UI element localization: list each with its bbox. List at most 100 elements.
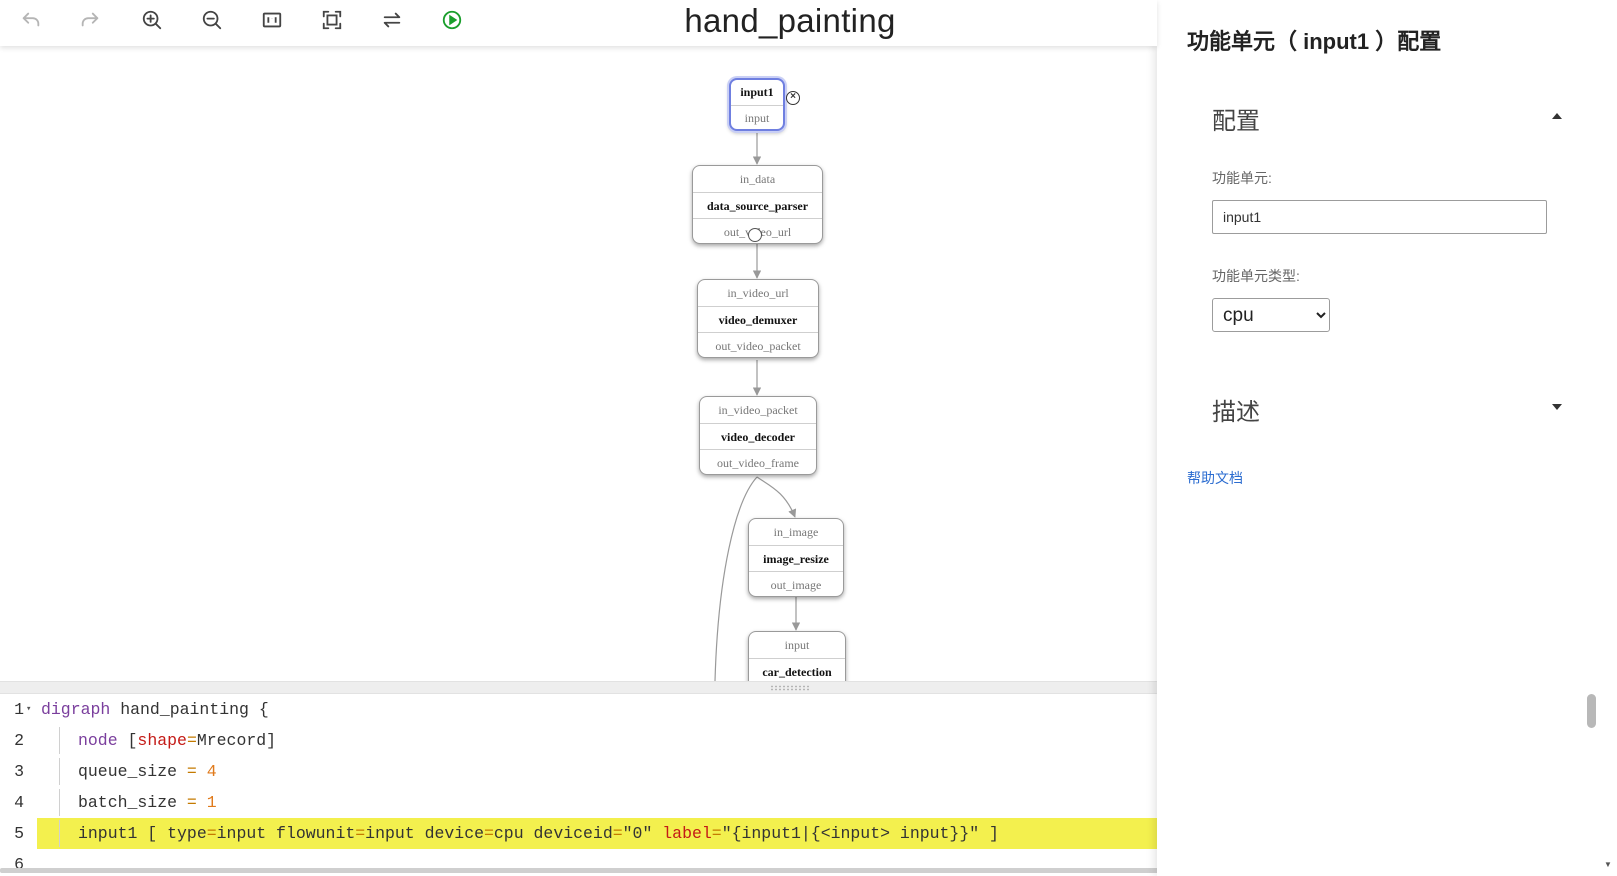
node-name: image_resize xyxy=(749,545,843,571)
node-port: out_video_packet xyxy=(698,332,818,357)
code-token: 4 xyxy=(206,762,217,781)
code-token: Mrecord] xyxy=(196,731,277,750)
code-token: = xyxy=(186,793,197,812)
code-line[interactable]: 2 node [shape=Mrecord] xyxy=(0,725,1157,756)
indent-guide xyxy=(59,727,60,754)
graph-editor: hand_painting input1 input in_data data_… xyxy=(0,0,1550,876)
code-text: node [shape=Mrecord] xyxy=(78,725,276,756)
indent-guide xyxy=(59,758,60,785)
line-number: 2 xyxy=(14,731,24,750)
fit-view-button[interactable] xyxy=(319,7,345,33)
swap-direction-button[interactable] xyxy=(379,7,405,33)
flowunit-input[interactable] xyxy=(1212,200,1547,234)
node-port: out_image xyxy=(749,571,843,596)
node-car-detection[interactable]: input car_detection xyxy=(748,631,846,681)
line-number: 1 xyxy=(14,700,24,719)
code-token: ] xyxy=(979,824,999,843)
node-name: data_source_parser xyxy=(693,192,822,218)
code-line[interactable]: 5 input1 [ type=input flowunit=input devi… xyxy=(0,818,1157,849)
flowunit-type-label: 功能单元类型: xyxy=(1212,268,1300,284)
fit-view-icon xyxy=(322,10,342,30)
node-input1[interactable]: input1 input xyxy=(729,78,785,131)
redo-button[interactable] xyxy=(77,7,103,33)
node-port: input xyxy=(731,105,783,129)
code-token: = xyxy=(186,731,197,750)
swap-icon xyxy=(383,12,401,28)
code-token: = xyxy=(186,762,197,781)
code-line[interactable]: 6 xyxy=(0,849,1157,876)
flowunit-type-select[interactable]: cpu xyxy=(1212,298,1330,332)
code-token xyxy=(197,762,207,781)
code-token: = xyxy=(711,824,722,843)
code-token xyxy=(197,793,207,812)
code-line[interactable]: 1▾ digraph hand_painting { xyxy=(0,694,1157,725)
fold-arrow-icon[interactable]: ▾ xyxy=(26,704,32,714)
code-text: digraph hand_painting { xyxy=(41,694,269,725)
node-port: out_video_frame xyxy=(700,449,816,474)
description-section-header[interactable]: 描述 xyxy=(1212,392,1562,427)
actual-size-icon xyxy=(262,12,282,28)
code-text: batch_size = 1 xyxy=(78,787,217,818)
pane-splitter[interactable] xyxy=(0,681,1157,694)
edge-decoder-down xyxy=(714,476,758,681)
play-icon xyxy=(442,10,462,30)
redo-icon xyxy=(81,12,99,27)
undo-button[interactable] xyxy=(18,7,44,33)
line-number: 6 xyxy=(14,855,24,874)
graph-edges xyxy=(714,131,801,681)
indent-guide xyxy=(59,789,60,816)
code-token: input1 [ type xyxy=(78,824,207,843)
zoom-in-button[interactable] xyxy=(139,7,165,33)
code-text: input1 [ type=input flowunit=input devic… xyxy=(78,818,999,849)
code-text: queue_size = 4 xyxy=(78,756,217,787)
undo-icon xyxy=(22,12,40,27)
vertical-scrollbar[interactable] xyxy=(1587,694,1596,728)
code-token: shape xyxy=(137,731,187,750)
code-token: "{input1|{<input> input}}" xyxy=(721,824,980,843)
node-video-demuxer[interactable]: in_video_url video_demuxer out_video_pac… xyxy=(697,279,819,358)
code-token: 1 xyxy=(206,793,217,812)
code-token: label xyxy=(652,824,712,843)
node-port: in_data xyxy=(739,172,776,186)
run-button[interactable] xyxy=(439,7,465,33)
node-close-icon[interactable]: × xyxy=(786,91,800,105)
node-image-resize[interactable]: in_image image_resize out_image xyxy=(748,518,844,597)
code-token: queue_size xyxy=(78,762,187,781)
code-token: hand_painting { xyxy=(110,700,269,719)
node-name: video_decoder xyxy=(700,423,816,449)
active-line-highlight xyxy=(37,818,1157,849)
code-token: = xyxy=(484,824,494,843)
code-token: node xyxy=(78,731,118,750)
line-number: 4 xyxy=(14,793,24,812)
toolbar: hand_painting xyxy=(0,0,1157,46)
node-port: in_image xyxy=(773,525,819,539)
node-video-decoder[interactable]: in_video_packet video_decoder out_video_… xyxy=(699,396,817,475)
port-connect-handle[interactable] xyxy=(748,228,762,242)
zoom-out-button[interactable] xyxy=(199,7,225,33)
zoom-out-icon xyxy=(202,10,222,30)
caret-up-icon xyxy=(1552,113,1562,119)
panel-title: 功能单元（ input1 ）配置 xyxy=(1187,29,1442,54)
graph-canvas[interactable]: input1 input in_data data_source_parser … xyxy=(0,56,1157,681)
actual-size-button[interactable] xyxy=(259,7,285,33)
code-token: cpu deviceid xyxy=(493,824,613,843)
config-section-header[interactable]: 配置 xyxy=(1212,101,1562,136)
line-number: 5 xyxy=(14,824,24,843)
zoom-in-icon xyxy=(142,10,162,30)
node-name: input1 xyxy=(740,85,774,99)
section-title: 配置 xyxy=(1212,108,1260,135)
help-docs-link[interactable]: 帮助文档 xyxy=(1187,470,1243,486)
node-port: in_video_packet xyxy=(718,403,798,417)
section-title: 描述 xyxy=(1212,399,1260,426)
code-token: = xyxy=(612,824,623,843)
horizontal-scrollbar[interactable] xyxy=(0,868,1550,873)
code-token: [ xyxy=(117,731,138,750)
edge-decoder-resize xyxy=(756,476,797,518)
scroll-down-icon[interactable]: ▼ xyxy=(1604,860,1612,869)
code-token: batch_size xyxy=(78,793,187,812)
node-name: car_detection xyxy=(749,658,845,681)
code-line[interactable]: 4 batch_size = 1 xyxy=(0,787,1157,818)
code-token: = xyxy=(206,824,217,843)
